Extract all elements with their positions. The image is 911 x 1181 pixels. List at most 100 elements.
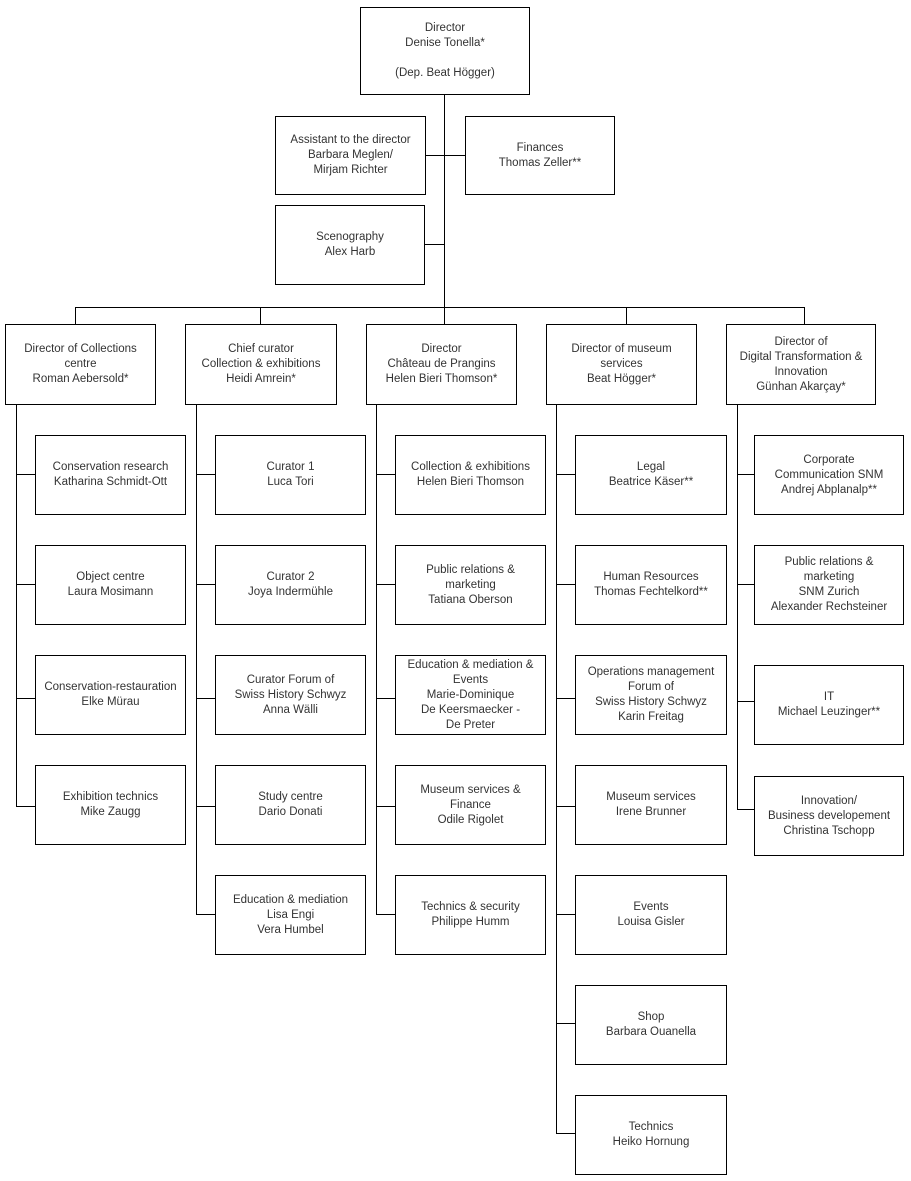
node-text-line: Study centre bbox=[258, 791, 323, 803]
node-text-line: Laura Mosimann bbox=[67, 586, 154, 598]
node-text-line: Roman Aebersold* bbox=[32, 373, 129, 385]
node-text-line: Director of bbox=[774, 335, 828, 348]
connector-line bbox=[16, 698, 35, 700]
node-text-line: (Dep. Beat Högger) bbox=[395, 67, 495, 79]
node-text-line: Digital Transformation & bbox=[739, 350, 863, 363]
node-text-line: Technics bbox=[628, 1121, 674, 1133]
node-text-line: Karin Freitag bbox=[618, 711, 684, 723]
node-text-line: Assistant to the director bbox=[290, 134, 411, 146]
node-text-line: Collection & exhibitions bbox=[201, 358, 321, 370]
connector-line bbox=[16, 405, 18, 807]
connector-line bbox=[376, 698, 395, 700]
node-text-line: Château de Prangins bbox=[387, 358, 496, 370]
node-text-line: Tatiana Oberson bbox=[428, 593, 513, 606]
connector-line bbox=[804, 307, 806, 324]
node-text-line: Swiss History Schwyz bbox=[234, 688, 347, 701]
node-text-line: Dario Donati bbox=[258, 806, 323, 818]
node-text-line: Barbara Ouanella bbox=[605, 1026, 697, 1038]
node-text-line: Louisa Gisler bbox=[617, 916, 685, 928]
connector-line bbox=[425, 244, 445, 246]
connector-line bbox=[737, 474, 754, 476]
connector-line bbox=[737, 701, 754, 703]
node-text-line: Innovation/ bbox=[800, 794, 858, 807]
connector-line bbox=[556, 914, 575, 916]
node-text-line: De Preter bbox=[445, 718, 496, 731]
connector-line bbox=[737, 809, 754, 811]
node-text-line: Events bbox=[452, 673, 489, 686]
node-text-line: Legal bbox=[636, 461, 666, 473]
node-head-digital-transformation: Director of Digital Transformation & Innov… bbox=[726, 324, 876, 405]
connector-line bbox=[737, 584, 754, 586]
node-text-line: Events bbox=[633, 901, 669, 913]
node-text-line: Thomas Fechtelkord** bbox=[594, 586, 708, 598]
connector-line bbox=[196, 474, 215, 476]
node-text-line: Conservation research bbox=[52, 461, 169, 473]
connector-line bbox=[556, 474, 575, 476]
connector-line bbox=[376, 584, 395, 586]
connector-line bbox=[444, 95, 446, 324]
connector-line bbox=[196, 698, 215, 700]
node-text-line: IT bbox=[823, 691, 835, 703]
node-text-line: Chief curator bbox=[228, 343, 294, 355]
node-text-line: Human Resources bbox=[603, 571, 699, 583]
node-text-line: Christina Tschopp bbox=[783, 824, 875, 837]
node-text-line: Heiko Hornung bbox=[612, 1136, 690, 1148]
node-text-line: Heidi Amrein* bbox=[226, 373, 296, 385]
node-text-line: Curator 1 bbox=[266, 461, 315, 473]
connector-line bbox=[376, 405, 378, 915]
connector-line bbox=[426, 154, 445, 156]
connector-line bbox=[196, 914, 215, 916]
node-text-line: Conservation-restauration bbox=[44, 681, 177, 693]
node-text-line: Denise Tonella* bbox=[405, 37, 485, 49]
node-text-line: Lisa Engi bbox=[266, 908, 315, 921]
node-text-line: Alexander Rechsteiner bbox=[770, 601, 888, 613]
node-text-line: Curator Forum of bbox=[246, 673, 335, 686]
node-text-line: Helen Bieri Thomson bbox=[416, 476, 525, 488]
connector-line bbox=[16, 474, 35, 476]
connector-line bbox=[260, 307, 262, 324]
node-text-line: Curator 2 bbox=[266, 571, 315, 583]
connector-line bbox=[376, 914, 395, 916]
node-text-line: Finances bbox=[516, 141, 564, 154]
connector-line bbox=[556, 698, 575, 700]
node-text-line: Innovation bbox=[774, 365, 828, 378]
node-text-line: Finance bbox=[450, 798, 491, 811]
node-text-line: Mike Zaugg bbox=[80, 806, 141, 818]
connector-line bbox=[196, 405, 198, 915]
node-text-line: Elke Mürau bbox=[81, 696, 140, 708]
node-text-line: Odile Rigolet bbox=[437, 813, 504, 826]
node-text-line: Collection & exhibitions bbox=[411, 461, 530, 473]
node-text-line: Museum services bbox=[606, 791, 696, 803]
connector-line bbox=[196, 806, 215, 808]
node-text-line: Scenography bbox=[316, 231, 384, 243]
node-text-line: Operations management bbox=[587, 666, 715, 678]
node-text-line: Vera Humbel bbox=[257, 923, 324, 936]
connector-line bbox=[75, 306, 806, 308]
node-text-line: services bbox=[600, 358, 643, 370]
node-text-line: Communication SNM bbox=[774, 468, 884, 481]
node-text-line: Exhibition technics bbox=[62, 791, 159, 803]
node-text-line: Beatrice Käser** bbox=[608, 476, 694, 488]
node-text-line bbox=[361, 51, 529, 66]
node-text-line: Barbara Meglen/ bbox=[307, 149, 394, 161]
connector-line bbox=[737, 405, 739, 810]
connector-line bbox=[376, 806, 395, 808]
